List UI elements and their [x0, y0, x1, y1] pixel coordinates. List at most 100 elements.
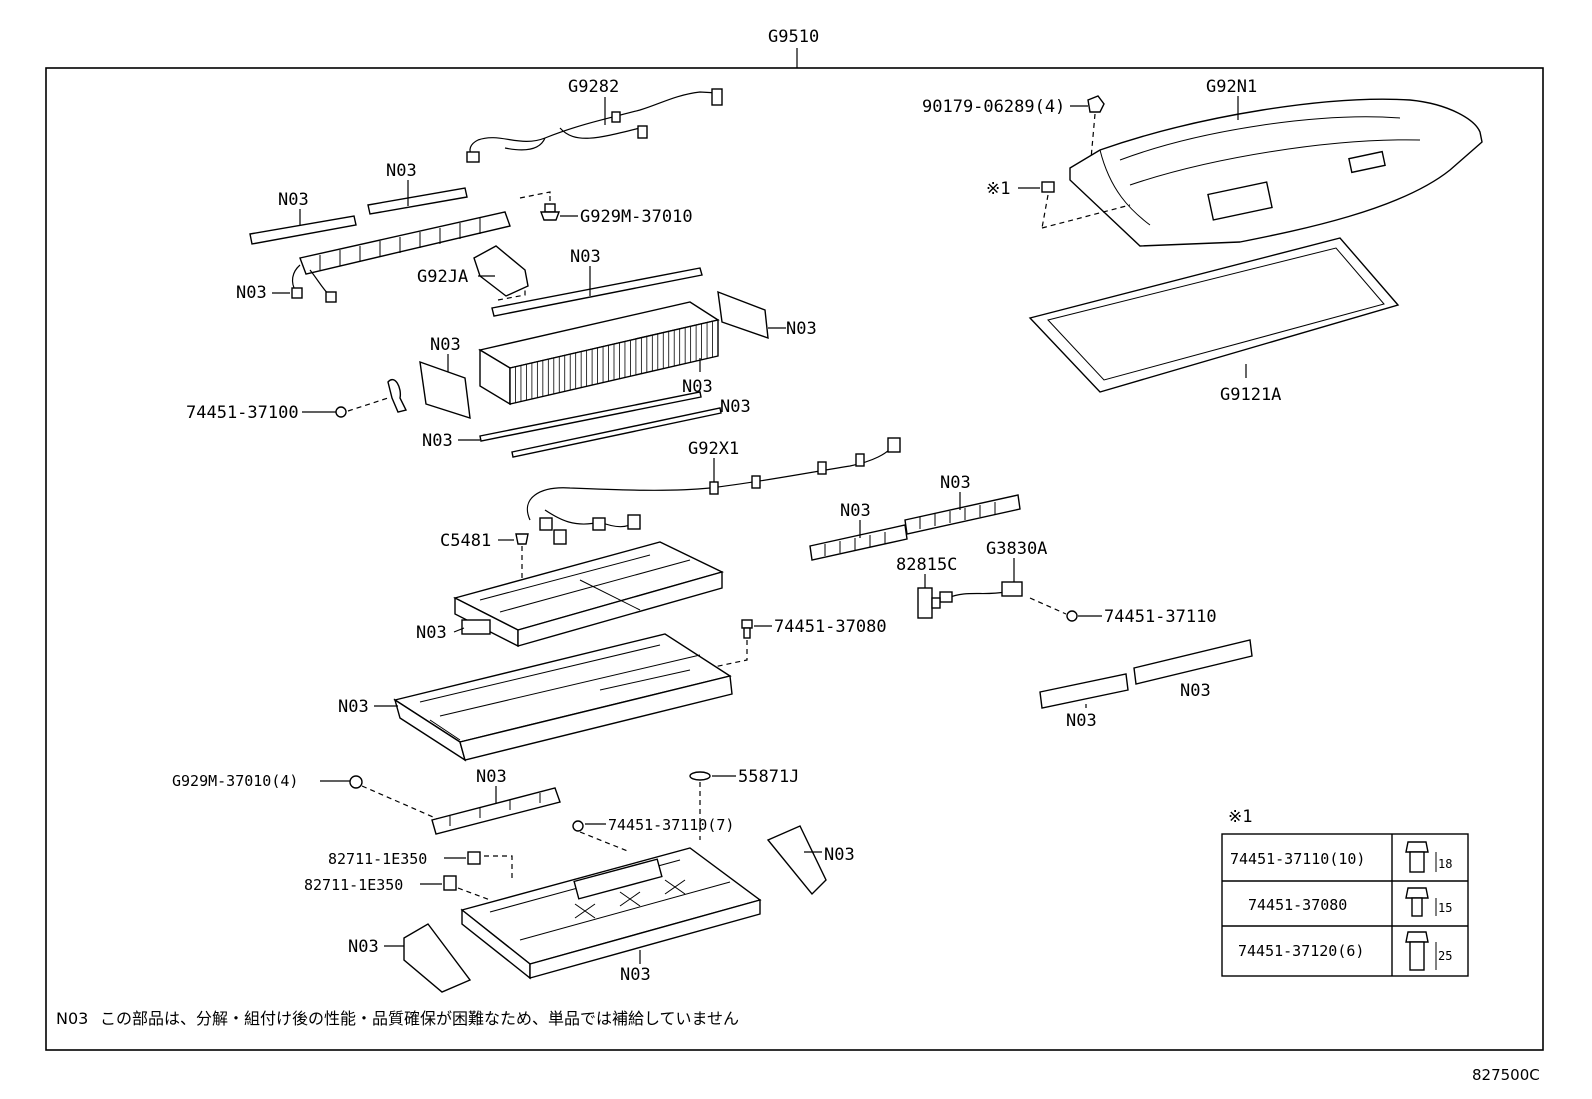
upper-tray[interactable] — [453, 541, 724, 648]
label-n03-bar-a[interactable]: N03 — [278, 190, 309, 210]
label-n03-plate-right[interactable]: N03 — [786, 319, 817, 339]
bolt-table — [1221, 833, 1469, 977]
label-g929m-37010-4[interactable]: G929M-37010(4) — [172, 772, 298, 790]
footnote-code: N03 — [56, 1009, 88, 1028]
bus-bar-module-upper[interactable] — [291, 211, 511, 303]
nut-74451-37100[interactable] — [335, 406, 347, 418]
nut-74451-37110-7[interactable] — [572, 820, 584, 832]
label-82815c[interactable]: 82815C — [896, 555, 957, 575]
connector-g3830a[interactable] — [939, 581, 1023, 603]
brace-right[interactable] — [766, 825, 827, 896]
bolt-icon-15 — [1405, 887, 1437, 917]
footnote-text: この部品は、分解・組付け後の性能・品質確保が困難なため、単品では補給していません — [100, 1009, 739, 1028]
bolt-icon-25 — [1405, 931, 1437, 971]
label-g92n1[interactable]: G92N1 — [1206, 77, 1257, 97]
brace-left[interactable] — [403, 923, 472, 993]
label-n03-bus-a[interactable]: N03 — [840, 501, 871, 521]
tray-duct[interactable] — [461, 619, 491, 635]
label-90179-06289[interactable]: 90179-06289(4) — [922, 97, 1065, 117]
label-g92x1[interactable]: G92X1 — [688, 439, 739, 459]
wire-harness-g92x1[interactable] — [526, 437, 901, 545]
upper-cover-g92n1[interactable] — [1069, 98, 1483, 247]
bolt-row-part-1: 74451-37110(10) — [1230, 850, 1365, 868]
label-n03-brace-left[interactable]: N03 — [348, 937, 379, 957]
nut-74451-37110-right[interactable] — [1066, 610, 1078, 622]
side-rail-long[interactable] — [1133, 639, 1253, 685]
dashed-74451-37100 — [347, 397, 389, 412]
drawing-number: 827500C — [1472, 1066, 1540, 1084]
dashed-g929m-4 — [361, 785, 441, 821]
clip-82711-1e350-b[interactable] — [443, 875, 457, 891]
bolt-74451-37080[interactable] — [741, 619, 753, 639]
label-g3830a[interactable]: G3830A — [986, 539, 1047, 559]
label-g9121a[interactable]: G9121A — [1220, 385, 1281, 405]
bus-bar-module-a[interactable] — [809, 524, 908, 561]
bolt-note-mark[interactable] — [1041, 181, 1055, 193]
battery-cell-stack[interactable] — [478, 301, 720, 406]
wire-harness-g9282[interactable] — [466, 88, 723, 163]
label-g929m-37010[interactable]: G929M-37010 — [580, 207, 693, 227]
label-c5481[interactable]: C5481 — [440, 531, 491, 551]
label-n03-tray-upper[interactable]: N03 — [416, 623, 447, 643]
tie-rod-upper[interactable] — [479, 391, 702, 442]
label-n03-rod-low[interactable]: N03 — [422, 431, 453, 451]
label-n03-rod-top[interactable]: N03 — [570, 247, 601, 267]
spacer-rod-top[interactable] — [491, 267, 703, 317]
tie-rod-lower[interactable] — [511, 407, 722, 458]
bolt-length-1: 18 — [1438, 857, 1452, 871]
label-n03-bus-b[interactable]: N03 — [940, 473, 971, 493]
dashed-74451-37110-right — [1029, 597, 1067, 615]
spacer-bar-left[interactable] — [249, 215, 357, 245]
label-n03-end-plate[interactable]: N03 — [430, 335, 461, 355]
assembly-label[interactable]: G9510 — [768, 27, 819, 47]
label-n03-module[interactable]: N03 — [682, 377, 713, 397]
label-note-mark[interactable]: ※1 — [986, 179, 1010, 199]
end-plate-right[interactable] — [717, 290, 769, 340]
clip-82711-1e350-a[interactable] — [467, 851, 481, 865]
bracket-g92ja[interactable] — [473, 245, 529, 297]
leader-n03-tray-upper — [453, 627, 465, 633]
label-g92ja[interactable]: G92JA — [417, 267, 468, 287]
terminal-clip[interactable] — [387, 379, 408, 413]
lower-frame[interactable] — [393, 633, 733, 762]
label-74451-37080[interactable]: 74451-37080 — [774, 617, 887, 637]
lower-bracket[interactable] — [431, 787, 561, 835]
bolt-table-title: ※1 — [1228, 807, 1252, 827]
label-74451-37100[interactable]: 74451-37100 — [186, 403, 299, 423]
label-n03-brace-right[interactable]: N03 — [824, 845, 855, 865]
label-n03-base-tray[interactable]: N03 — [620, 965, 651, 985]
bolt-g929m-37010[interactable] — [539, 203, 561, 221]
bolt-g929m-37010-4[interactable] — [349, 775, 363, 789]
bolt-icon-18 — [1405, 841, 1437, 873]
label-55871j[interactable]: 55871J — [738, 767, 799, 787]
end-plate-left[interactable] — [419, 360, 471, 419]
base-tray[interactable] — [460, 847, 762, 980]
assembly-frame — [45, 67, 1544, 1051]
label-74451-37110-7[interactable]: 74451-37110(7) — [608, 816, 734, 834]
dashed-note-mark-b — [1041, 204, 1131, 229]
grommet-55871j[interactable] — [689, 771, 711, 781]
label-82711-1e350-b[interactable]: 82711-1E350 — [304, 876, 403, 894]
spacer-bar-right[interactable] — [367, 187, 468, 215]
label-g9282[interactable]: G9282 — [568, 77, 619, 97]
dashed-74451-37110-7 — [579, 831, 631, 853]
label-n03-wire-end[interactable]: N03 — [236, 283, 267, 303]
dashed-note-mark-a — [1041, 194, 1049, 229]
bus-bar-module-b[interactable] — [904, 494, 1021, 535]
label-n03-bracket-low[interactable]: N03 — [476, 767, 507, 787]
label-n03-rail-b[interactable]: N03 — [1180, 681, 1211, 701]
label-n03-rail-a[interactable]: N03 — [1066, 711, 1097, 731]
nut-90179-06289[interactable] — [1087, 95, 1105, 113]
bolt-c5481[interactable] — [515, 533, 529, 545]
label-82711-1e350-a[interactable]: 82711-1E350 — [328, 850, 427, 868]
bolt-row-part-2: 74451-37080 — [1248, 896, 1347, 914]
label-n03-frame[interactable]: N03 — [338, 697, 369, 717]
bolt-length-2: 15 — [1438, 901, 1452, 915]
sensor-82815c[interactable] — [917, 587, 941, 619]
gasket-g9121a[interactable] — [1028, 237, 1400, 393]
label-n03-rod-mid[interactable]: N03 — [720, 397, 751, 417]
side-rail-short[interactable] — [1039, 673, 1129, 709]
label-n03-bar-b[interactable]: N03 — [386, 161, 417, 181]
label-74451-37110-right[interactable]: 74451-37110 — [1104, 607, 1217, 627]
